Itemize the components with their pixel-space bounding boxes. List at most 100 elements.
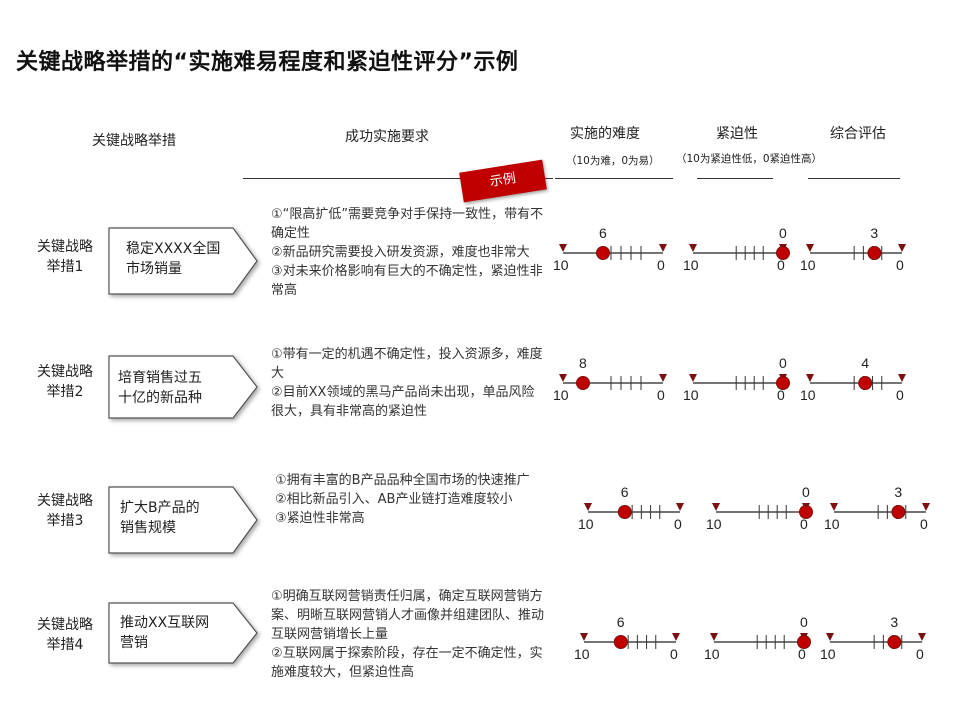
scale-label-low: 0 xyxy=(896,257,904,273)
scale-end-marker xyxy=(689,244,697,252)
initiative-chevron: 培育销售过五 十亿的新品种 xyxy=(108,355,258,419)
scale-end-marker xyxy=(830,503,838,511)
score-value: 3 xyxy=(890,614,898,630)
scale-label-low: 0 xyxy=(916,646,924,662)
scale-label-low: 0 xyxy=(657,387,665,403)
difficulty-scale: 10 0 8 xyxy=(553,355,667,403)
scale-label-high: 10 xyxy=(683,257,699,273)
scale-label-low: 0 xyxy=(674,516,682,532)
overall-scale: 10 0 3 xyxy=(824,484,930,532)
scale-end-marker xyxy=(806,244,814,252)
scale-end-marker xyxy=(898,244,906,252)
score-marker xyxy=(596,246,610,260)
scale-end-marker xyxy=(826,633,834,641)
scale-end-marker xyxy=(806,374,814,382)
scale-end-marker xyxy=(559,374,567,382)
header-urgency: 紧迫性 xyxy=(716,126,758,142)
score-value: 0 xyxy=(802,484,810,500)
header-requirements: 成功实施要求 xyxy=(345,129,429,145)
page-title: 关键战略举措的“实施难易程度和紧迫性评分”示例 xyxy=(16,50,519,75)
scale-end-marker xyxy=(659,244,667,252)
score-marker xyxy=(776,246,790,260)
difficulty-scale: 10 0 6 xyxy=(553,225,667,273)
header-divider xyxy=(808,178,900,179)
scale-label-low: 0 xyxy=(657,257,665,273)
score-marker xyxy=(797,635,811,649)
scale-label-low: 0 xyxy=(777,257,785,273)
scale-label-high: 10 xyxy=(683,387,699,403)
scale-end-marker xyxy=(580,633,588,641)
score-marker xyxy=(799,505,813,519)
header-divider xyxy=(697,178,773,179)
row-label: 关键战略 举措1 xyxy=(37,239,93,275)
overall-scale: 10 0 4 xyxy=(800,355,906,403)
scale-label-high: 10 xyxy=(553,257,569,273)
header-urgency-note: （10为紧迫性低，0紧迫性高） xyxy=(676,153,823,165)
score-value: 0 xyxy=(779,355,787,371)
score-marker xyxy=(576,376,590,390)
initiative-text: 培育销售过五 十亿的新品种 xyxy=(118,370,202,406)
score-marker xyxy=(613,635,628,649)
scale-end-marker xyxy=(689,374,697,382)
scale-label-high: 10 xyxy=(706,516,722,532)
initiative-chevron: 推动XX互联网 营销 xyxy=(108,602,258,664)
requirements-text: ①带有一定的机遇不确定性，投入资源多，难度大 ②目前XX领域的黑马产品尚未出现，… xyxy=(271,347,543,419)
scale-end-marker xyxy=(898,374,906,382)
row-label: 关键战略 举措4 xyxy=(37,617,93,653)
requirements-text: ①拥有丰富的B产品品种全国市场的快速推广 ②相比新品引入、AB产业链打造难度较小… xyxy=(275,473,530,526)
scale-label-high: 10 xyxy=(574,646,590,662)
header-difficulty-note: （10为难，0为易） xyxy=(566,155,660,167)
scale-label-high: 10 xyxy=(704,646,720,662)
scale-end-marker xyxy=(584,503,592,511)
scale-end-marker xyxy=(922,503,930,511)
urgency-scale: 10 0 0 xyxy=(683,355,790,403)
header-difficulty: 实施的难度 xyxy=(570,126,640,142)
scale-label-low: 0 xyxy=(777,387,785,403)
score-marker xyxy=(891,505,906,519)
initiative-text: 稳定XXXX全国 市场销量 xyxy=(126,241,221,277)
scale-label-high: 10 xyxy=(820,646,836,662)
scale-label-high: 10 xyxy=(800,387,816,403)
scale-end-marker xyxy=(712,503,720,511)
scale-end-marker xyxy=(659,374,667,382)
scale-label-low: 0 xyxy=(670,646,678,662)
scale-end-marker xyxy=(676,503,684,511)
scale-label-high: 10 xyxy=(578,516,594,532)
example-badge: 示例 xyxy=(459,159,547,203)
score-value: 8 xyxy=(579,355,587,371)
score-marker xyxy=(867,246,882,260)
scale-label-low: 0 xyxy=(896,387,904,403)
score-marker xyxy=(887,635,902,649)
score-value: 3 xyxy=(870,225,878,241)
scale-label-low: 0 xyxy=(798,646,806,662)
score-marker xyxy=(776,376,790,390)
score-value: 6 xyxy=(599,225,607,241)
urgency-scale: 10 0 0 xyxy=(683,225,790,273)
score-marker xyxy=(617,505,632,519)
header-divider xyxy=(555,178,673,179)
score-value: 6 xyxy=(617,614,625,630)
score-value: 0 xyxy=(779,225,787,241)
header-overall: 综合评估 xyxy=(830,126,886,142)
scale-end-marker xyxy=(918,633,926,641)
scale-end-marker xyxy=(559,244,567,252)
scale-end-marker xyxy=(672,633,680,641)
score-value: 4 xyxy=(861,355,869,371)
score-value: 3 xyxy=(894,484,902,500)
overall-scale: 10 0 3 xyxy=(800,225,906,273)
header-divider xyxy=(243,178,553,179)
difficulty-scale: 10 0 6 xyxy=(574,614,680,662)
initiative-chevron: 扩大B产品的 销售规模 xyxy=(108,486,258,554)
score-marker xyxy=(858,376,873,390)
initiative-chevron: 稳定XXXX全国 市场销量 xyxy=(108,227,258,295)
scale-end-marker xyxy=(710,633,718,641)
scale-label-high: 10 xyxy=(824,516,840,532)
scale-label-high: 10 xyxy=(553,387,569,403)
scale-label-high: 10 xyxy=(800,257,816,273)
scale-label-low: 0 xyxy=(920,516,928,532)
header-initiative: 关键战略举措 xyxy=(92,133,176,149)
row-label: 关键战略 举措2 xyxy=(37,364,93,400)
